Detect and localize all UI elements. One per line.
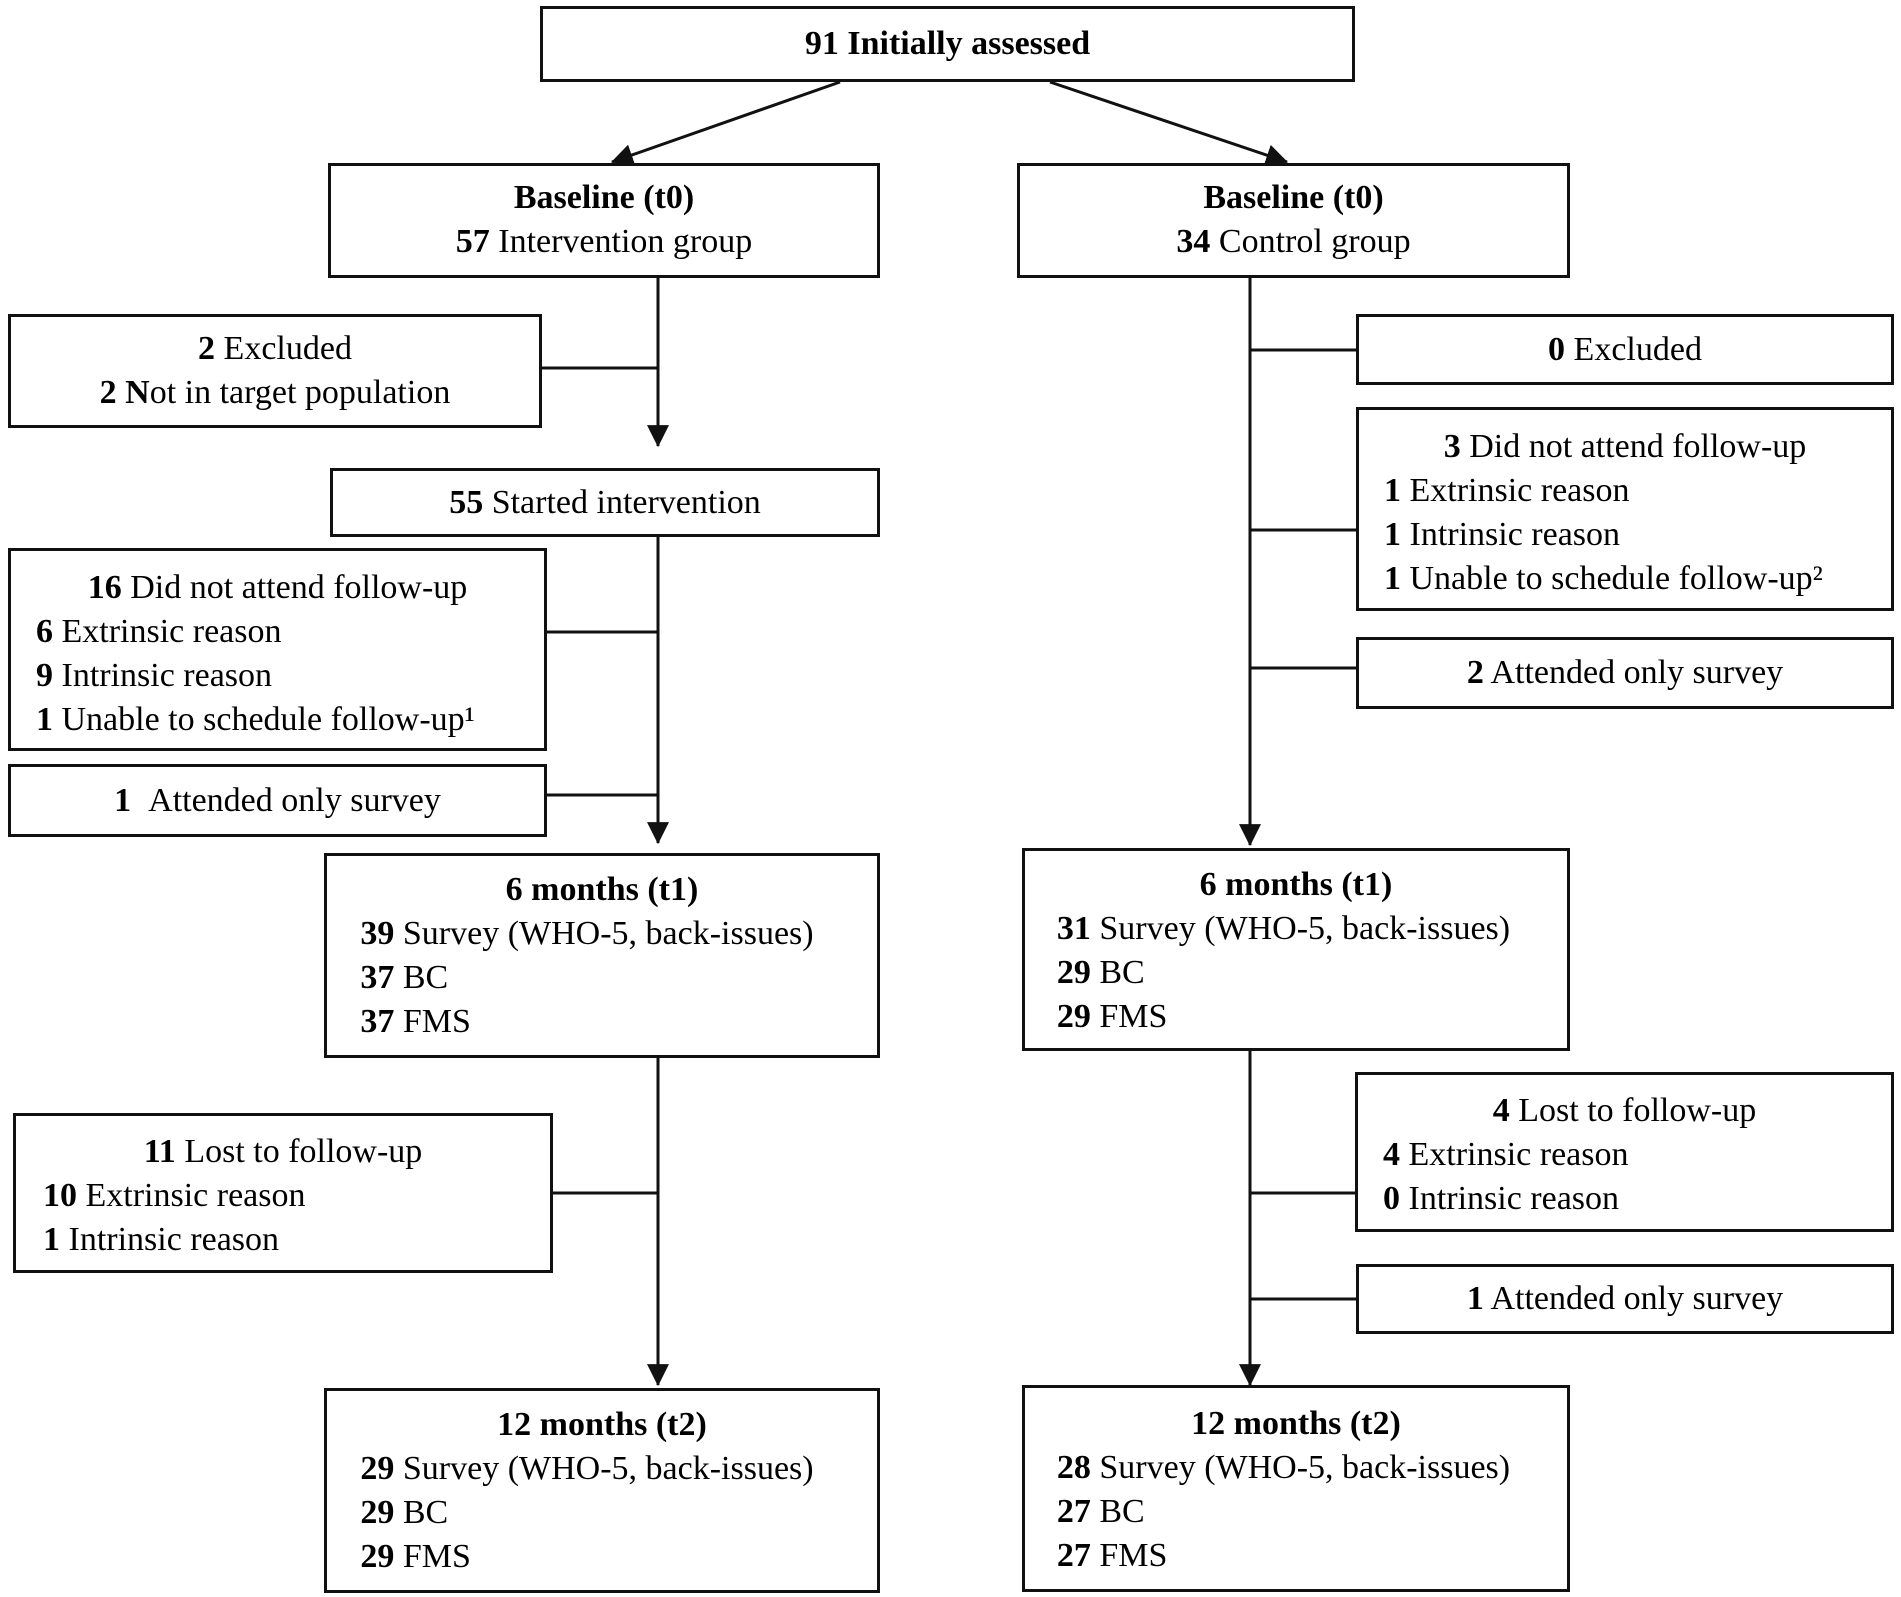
right-t2-box: 12 months (t2) 28 Survey (WHO-5, back-is…: [1022, 1385, 1570, 1592]
left-t1-bc-count: 37: [360, 959, 395, 996]
right-t1-fms-label: FMS: [1099, 998, 1168, 1035]
left-attended-survey-label: Attended only survey: [148, 781, 441, 819]
left-t2-fms-count: 29: [360, 1538, 395, 1575]
right-t2-survey-count: 28: [1056, 1449, 1091, 1486]
control-count: 34: [1176, 223, 1211, 260]
initially-assessed-text: 91 Initially assessed: [804, 25, 1091, 62]
right-attended-survey-box-1: 2 Attended only survey: [1356, 637, 1894, 709]
right-dna-extrinsic-count: 1: [1384, 472, 1401, 509]
right-attended-survey-1-count: 2: [1466, 654, 1484, 691]
left-lost-label: Lost to follow-up: [184, 1133, 423, 1170]
left-lost-intrinsic-label: Intrinsic reason: [68, 1221, 280, 1258]
left-t1-fms-count: 37: [360, 1003, 395, 1040]
right-lost-extrinsic-label: Extrinsic reason: [1408, 1136, 1629, 1173]
left-dna-unable-count: 1: [36, 701, 53, 738]
right-dna-intrinsic-count: 1: [1384, 516, 1401, 553]
left-t2-box: 12 months (t2) 29 Survey (WHO-5, back-is…: [324, 1388, 880, 1593]
right-lost-intrinsic-label: Intrinsic reason: [1408, 1180, 1620, 1217]
right-lost-extrinsic-count: 4: [1383, 1136, 1400, 1173]
right-t1-bc-count: 29: [1056, 954, 1091, 991]
left-did-not-attend-box: 16 Did not attend follow-up 6 Extrinsic …: [8, 548, 547, 751]
right-dna-unable-label: Unable to schedule follow-up²: [1409, 560, 1823, 597]
right-t1-box: 6 months (t1) 31 Survey (WHO-5, back-iss…: [1022, 848, 1570, 1051]
right-dna-label: Did not attend follow-up: [1469, 428, 1807, 465]
control-label: Control group: [1218, 223, 1411, 260]
left-attended-survey-box: 1 Attended only survey: [8, 764, 547, 837]
right-attended-survey-2-label: Attended only survey: [1490, 1280, 1784, 1317]
right-lost-label: Lost to follow-up: [1518, 1092, 1757, 1129]
right-dna-extrinsic-label: Extrinsic reason: [1409, 472, 1630, 509]
left-attended-survey-count: 1: [114, 781, 132, 819]
left-t2-fms-label: FMS: [402, 1538, 471, 1575]
left-dna-intrinsic-count: 9: [36, 657, 53, 694]
left-dna-label: Did not attend follow-up: [130, 569, 468, 606]
left-t1-bc-label: BC: [402, 959, 449, 996]
right-t1-fms-count: 29: [1056, 998, 1091, 1035]
left-t1-box: 6 months (t1) 39 Survey (WHO-5, back-iss…: [324, 853, 880, 1058]
left-t2-title: 12 months (t2): [497, 1406, 707, 1443]
left-t1-fms-label: FMS: [402, 1003, 471, 1040]
intervention-baseline-box: Baseline (t0) 57 Intervention group: [328, 163, 880, 278]
left-t2-survey-count: 29: [360, 1450, 395, 1487]
right-lost-intrinsic-count: 0: [1383, 1180, 1400, 1217]
right-t1-survey-count: 31: [1056, 910, 1091, 947]
left-excluded-box: 2 Excluded 2 Not in target population: [8, 314, 542, 428]
right-dna-count: 3: [1443, 428, 1461, 465]
right-t2-fms-count: 27: [1056, 1537, 1091, 1574]
left-t1-survey-label: Survey (WHO-5, back-issues): [402, 915, 814, 952]
started-intervention-box: 55 Started intervention: [330, 468, 880, 537]
right-excluded-box: 0 Excluded: [1356, 314, 1894, 385]
left-t2-bc-count: 29: [360, 1494, 395, 1531]
left-lost-extrinsic-count: 10: [43, 1177, 77, 1214]
left-not-target-count: 2 N: [99, 374, 150, 411]
right-attended-survey-1-label: Attended only survey: [1490, 654, 1784, 691]
intervention-count: 57: [455, 223, 490, 260]
left-excluded-label: Excluded: [223, 330, 352, 367]
left-excluded-count: 2: [198, 330, 216, 367]
right-t2-bc-label: BC: [1099, 1493, 1145, 1530]
left-dna-intrinsic-label: Intrinsic reason: [61, 657, 273, 694]
arrow-to-control: [1049, 80, 1289, 166]
left-lost-count: 11: [143, 1133, 176, 1170]
right-t1-bc-label: BC: [1099, 954, 1145, 991]
left-dna-extrinsic-count: 6: [36, 613, 53, 650]
left-lost-intrinsic-count: 1: [43, 1221, 60, 1258]
right-dna-intrinsic-label: Intrinsic reason: [1409, 516, 1621, 553]
left-t2-bc-label: BC: [402, 1494, 449, 1531]
right-did-not-attend-box: 3 Did not attend follow-up 1 Extrinsic r…: [1356, 407, 1894, 611]
right-t2-survey-label: Survey (WHO-5, back-issues): [1099, 1449, 1511, 1486]
right-attended-survey-box-2: 1 Attended only survey: [1356, 1264, 1894, 1334]
right-lost-count: 4: [1492, 1092, 1510, 1129]
left-not-target-label: ot in target population: [149, 374, 451, 411]
right-t2-bc-count: 27: [1056, 1493, 1091, 1530]
left-dna-extrinsic-label: Extrinsic reason: [61, 613, 282, 650]
right-t1-survey-label: Survey (WHO-5, back-issues): [1099, 910, 1511, 947]
left-dna-unable-label: Unable to schedule follow-up¹: [61, 701, 475, 738]
control-baseline-title: Baseline (t0): [1203, 179, 1384, 216]
left-t1-title: 6 months (t1): [505, 871, 699, 908]
right-lost-box: 4 Lost to follow-up 4 Extrinsic reason 0…: [1355, 1072, 1894, 1232]
right-t2-title: 12 months (t2): [1191, 1405, 1401, 1442]
left-t1-survey-count: 39: [360, 915, 395, 952]
left-dna-count: 16: [87, 569, 122, 606]
left-lost-extrinsic-label: Extrinsic reason: [85, 1177, 306, 1214]
intervention-baseline-title: Baseline (t0): [513, 179, 695, 216]
started-label: Started intervention: [491, 483, 761, 521]
left-t2-survey-label: Survey (WHO-5, back-issues): [402, 1450, 814, 1487]
right-excluded-count: 0: [1548, 330, 1566, 368]
left-lost-box: 11 Lost to follow-up 10 Extrinsic reason…: [13, 1113, 553, 1273]
started-count: 55: [449, 483, 484, 521]
right-t2-fms-label: FMS: [1099, 1537, 1168, 1574]
arrow-to-intervention: [610, 80, 841, 166]
intervention-label: Intervention group: [498, 223, 753, 260]
initially-assessed-box: 91 Initially assessed: [540, 6, 1355, 82]
right-excluded-label: Excluded: [1573, 330, 1702, 368]
right-dna-unable-count: 1: [1384, 560, 1401, 597]
right-t1-title: 6 months (t1): [1199, 866, 1393, 903]
control-baseline-box: Baseline (t0) 34 Control group: [1017, 163, 1570, 278]
right-attended-survey-2-count: 1: [1466, 1280, 1484, 1317]
